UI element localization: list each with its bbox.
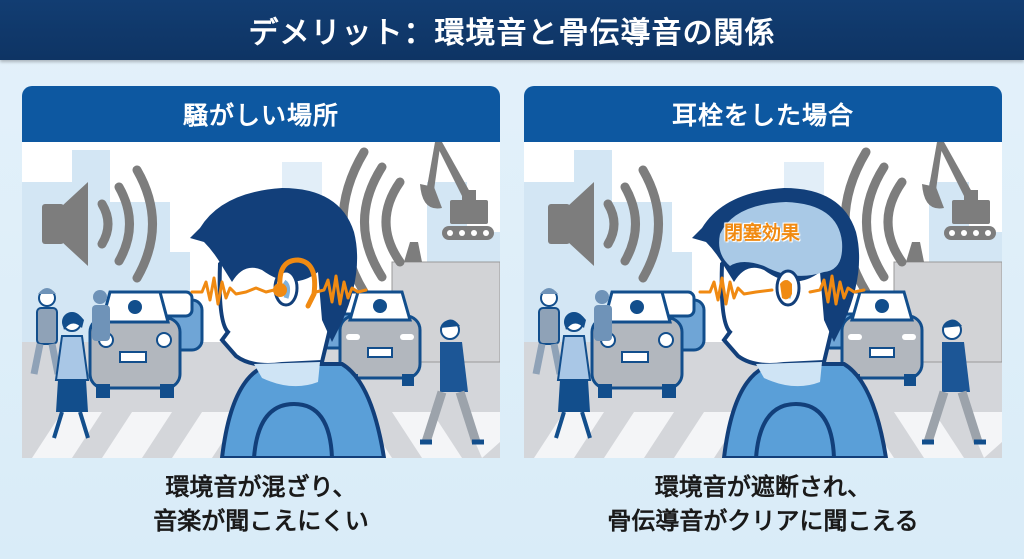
pedestrian-icon <box>420 319 484 445</box>
pedestrian-icon <box>30 288 62 375</box>
pedestrian-icon <box>594 290 612 341</box>
panel-heading: 耳栓をした場合 <box>671 101 854 130</box>
caption-line: 環境音が混ざり、 <box>165 473 357 501</box>
caption-line: 環境音が遮断され、 <box>654 473 872 501</box>
sound-wave-icon <box>314 274 368 306</box>
caption-earplug: 環境音が遮断され、 骨伝導音がクリアに聞こえる <box>524 470 1002 538</box>
excavator-icon <box>404 142 494 262</box>
car-icon <box>338 290 422 386</box>
scene-earplug: 閉塞効果 <box>524 142 1002 458</box>
page-title: デメリット：環境音と骨伝導音の関係 <box>248 16 776 51</box>
occlusion-effect-label: 閉塞効果 <box>723 222 800 244</box>
person-with-earplug-illustration <box>692 188 889 458</box>
panel-earplug: 耳栓をした場合 <box>524 86 1002 458</box>
caption-noisy-place: 環境音が混ざり、 音楽が聞こえにくい <box>22 470 500 538</box>
person-with-headphones-illustration <box>190 188 387 458</box>
speaker-icon <box>42 182 88 266</box>
sound-waves-icon <box>97 165 157 283</box>
excavator-icon <box>906 142 996 262</box>
sound-wave-icon <box>190 276 276 306</box>
caption-line: 骨伝導音がクリアに聞こえる <box>607 507 919 535</box>
earplug-icon <box>780 280 792 300</box>
panel-noisy-place: 騒がしい場所 <box>22 86 500 458</box>
scene-noisy-place <box>22 142 500 458</box>
car-icon <box>88 290 182 398</box>
sound-wave-icon <box>808 274 866 306</box>
pedestrian-icon <box>92 290 110 341</box>
panel-heading: 騒がしい場所 <box>182 101 339 130</box>
car-icon <box>590 290 684 398</box>
panel-header: 耳栓をした場合 <box>524 86 1002 142</box>
car-icon <box>840 290 924 386</box>
pedestrian-icon <box>922 319 986 445</box>
sound-waves-icon <box>603 165 663 283</box>
panel-header: 騒がしい場所 <box>22 86 500 142</box>
title-bar: デメリット：環境音と骨伝導音の関係 <box>0 0 1024 60</box>
speaker-icon <box>548 182 594 266</box>
sound-wave-icon <box>698 276 774 306</box>
caption-line: 音楽が聞こえにくい <box>153 507 369 535</box>
pedestrian-icon <box>52 312 90 439</box>
pedestrian-icon <box>554 312 592 439</box>
